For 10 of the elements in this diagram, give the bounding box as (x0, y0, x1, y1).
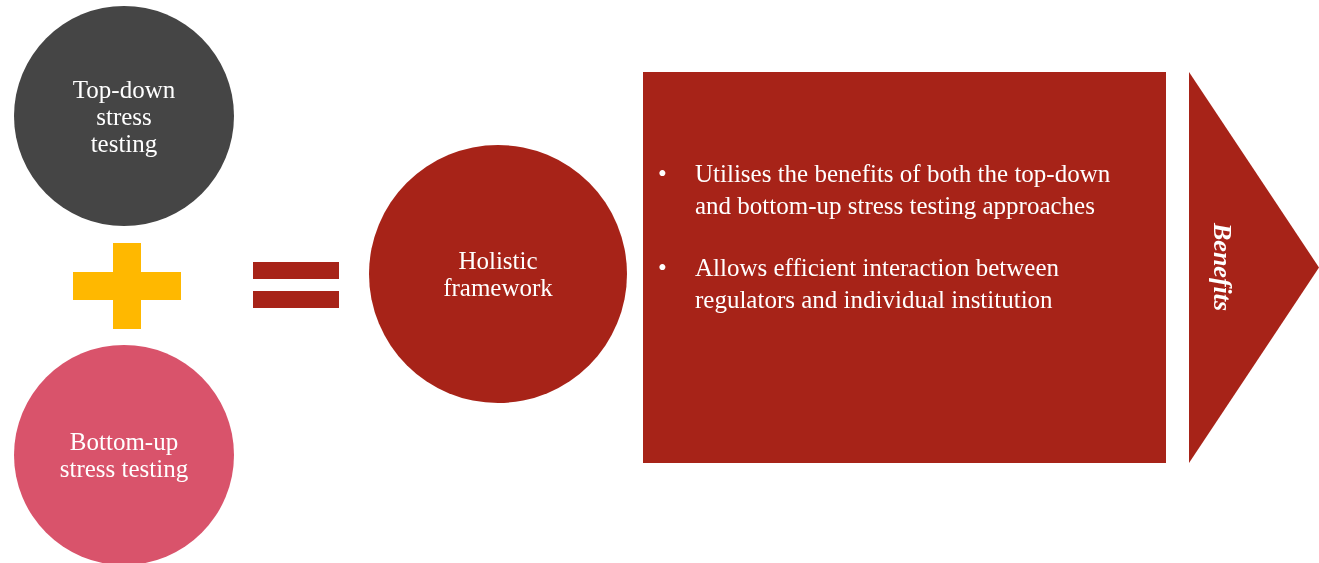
bullet-text: Allows efficient interaction between regulators and individual institution (695, 254, 1059, 313)
bullet-text: Utilises the benefits of both the top-down and bottom-up stress testing approaches (695, 160, 1111, 219)
vertical-label: Benefits (1207, 222, 1237, 314)
circle-label: Holistic framework (442, 247, 554, 301)
chevron-arrow (1189, 72, 1319, 463)
bullet-mark: • (658, 159, 667, 189)
text-panel (643, 72, 1166, 463)
circle-label: Bottom-up stress testing (59, 428, 189, 482)
circle-label: Top-down stress testing (71, 75, 177, 157)
bullet-mark: • (658, 253, 667, 283)
